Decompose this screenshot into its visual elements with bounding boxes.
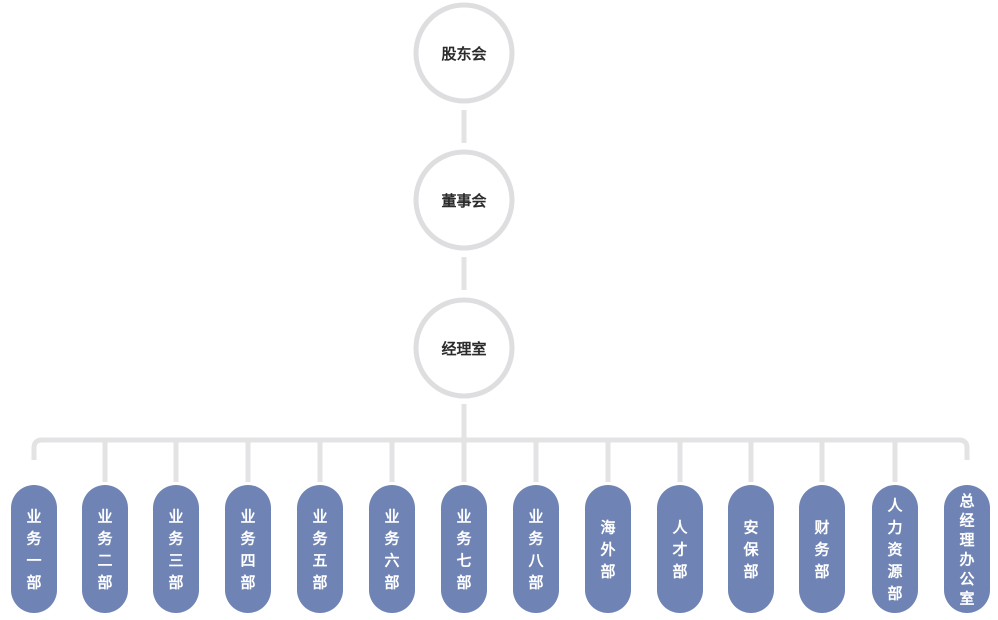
department-label: 业务二部 bbox=[97, 508, 113, 592]
department-pill bbox=[513, 485, 559, 613]
department-pill bbox=[799, 485, 845, 613]
department-label: 人才部 bbox=[672, 519, 688, 581]
org-node-label: 董事会 bbox=[441, 192, 486, 210]
department-pill bbox=[225, 485, 271, 613]
department-pill bbox=[944, 485, 990, 613]
department-pill bbox=[872, 485, 918, 613]
department-pill bbox=[585, 485, 631, 613]
department-label: 业务一部 bbox=[26, 508, 42, 592]
bus-line bbox=[31, 437, 970, 460]
department-label: 人力资源部 bbox=[887, 497, 903, 603]
org-node-circle bbox=[413, 297, 515, 399]
org-node-circle bbox=[413, 2, 515, 104]
department-pill bbox=[657, 485, 703, 613]
department-label: 安保部 bbox=[742, 519, 759, 581]
department-label: 财务部 bbox=[814, 519, 830, 581]
department-pill bbox=[728, 485, 774, 613]
department-label: 业务三部 bbox=[168, 508, 184, 592]
department-pill bbox=[297, 485, 343, 613]
department-pill bbox=[369, 485, 415, 613]
department-label: 业务八部 bbox=[527, 508, 544, 592]
department-pill bbox=[441, 485, 487, 613]
department-pill bbox=[11, 485, 57, 613]
org-node-label: 经理室 bbox=[441, 340, 486, 358]
department-pill bbox=[153, 485, 199, 613]
department-label: 业务七部 bbox=[456, 508, 472, 592]
department-label: 业务六部 bbox=[384, 508, 400, 592]
department-label: 业务五部 bbox=[312, 508, 328, 592]
department-label: 海外部 bbox=[599, 519, 615, 581]
org-node-label: 股东会 bbox=[441, 45, 486, 63]
org-node-circle bbox=[413, 149, 515, 251]
department-label: 业务四部 bbox=[240, 508, 256, 592]
department-label: 总经理办公室 bbox=[959, 492, 974, 608]
department-pill bbox=[82, 485, 128, 613]
